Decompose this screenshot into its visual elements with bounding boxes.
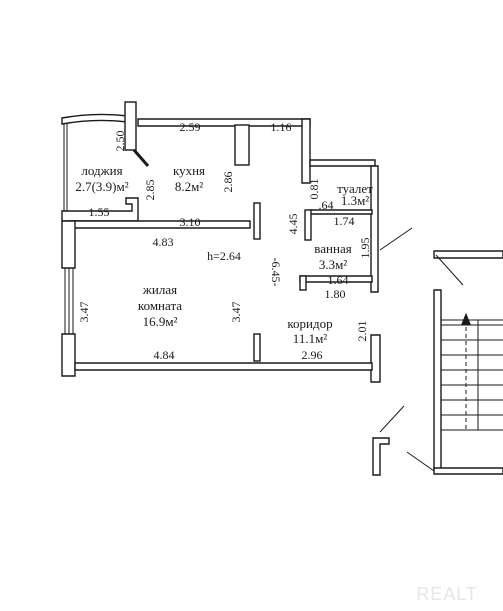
stair-door-leaf-2 [435, 254, 464, 286]
dim-living-right: 3.47 [229, 302, 243, 323]
right-outer-wall-upper [370, 165, 379, 293]
corridor-area: 11.1м² [293, 331, 327, 346]
dim-corridor-right: 2.01 [355, 321, 369, 342]
dim-kitchen-top: 2.59 [180, 120, 201, 134]
dim-corridor-bottom: 2.96 [302, 348, 323, 362]
stair-top-wall [433, 250, 503, 259]
dim-loggia-bottom: 1.55 [89, 205, 110, 219]
dim-loggia-inner: 2.85 [143, 180, 157, 201]
stair-left-wall [433, 289, 442, 471]
kitchen-name: кухня [173, 163, 205, 178]
dim-bath-left: 4.45 [286, 214, 300, 235]
room-labels: лоджия 2.7(3.9)м² кухня 8.2м² туалет 1.3… [75, 163, 373, 346]
kitchen-door-leaf [132, 149, 150, 167]
loggia-outer-wall [61, 113, 129, 125]
partition-lower [253, 333, 261, 362]
loggia-area: 2.7(3.9)м² [75, 179, 128, 194]
dim-living-bottom: 4.84 [154, 348, 175, 362]
dim-toilet-width: .64 [319, 198, 334, 212]
kitchen-partition [234, 124, 250, 166]
right-top-wall [301, 118, 311, 184]
entrance-door-leaf [379, 227, 413, 251]
bathroom-area: 3.3м² [319, 257, 347, 272]
toilet-top-wall [309, 159, 376, 167]
bathroom-name: ванная [314, 241, 351, 256]
living-name-2: комната [138, 298, 182, 313]
living-area: 16.9м² [143, 314, 178, 329]
dim-living-left: 3.47 [77, 302, 91, 323]
stair-door-leaf [406, 451, 435, 472]
toilet-area: 1.3м² [341, 193, 369, 208]
living-name-1: жилая [142, 282, 177, 297]
toilet-name: туалет [337, 181, 373, 196]
bottom-wall [74, 362, 373, 371]
living-left-wall-upper [61, 220, 76, 269]
dim-bath-bottom: 1.80 [325, 287, 346, 301]
watermark: REALT [416, 584, 478, 604]
corridor-door-leaf [379, 405, 405, 433]
loggia-column [124, 101, 137, 151]
stair-arrow [461, 312, 471, 325]
thin-lines [63, 124, 503, 472]
stair-stub-wall [372, 437, 390, 476]
dimension-labels: 2.59 1.16 2.50 2.85 2.86 0.81 .64 1.74 1… [77, 120, 372, 362]
dim-kitchen-depth: 2.86 [221, 172, 235, 193]
dim-corridor-axis: -6.45- [269, 258, 283, 287]
stair-bottom-wall [433, 467, 503, 475]
dim-living-top: 4.83 [153, 235, 174, 249]
loggia-name: лоджия [81, 163, 122, 178]
corridor-right-wall [370, 334, 381, 383]
ceiling-height: h=2.64 [207, 249, 241, 263]
dim-bath-inner: 1.64 [328, 273, 349, 287]
bath-left-wall [304, 209, 312, 241]
dim-top-right: 1.16 [271, 120, 292, 134]
dim-kitchen-bottom: 3.10 [180, 215, 201, 229]
living-left-wall-lower [61, 333, 76, 377]
dim-bath-right: 1.95 [358, 238, 372, 259]
walls [61, 101, 503, 476]
bath-bottom-stub [299, 275, 307, 291]
corridor-name: коридор [287, 316, 332, 331]
dim-bath-top: 1.74 [334, 214, 355, 228]
kitchen-area: 8.2м² [175, 179, 203, 194]
kitchen-living-wall [69, 220, 251, 229]
dim-loggia-side: 2.50 [113, 131, 127, 152]
partition-upper [253, 202, 261, 240]
dim-toilet-depth: 0.81 [307, 179, 321, 200]
